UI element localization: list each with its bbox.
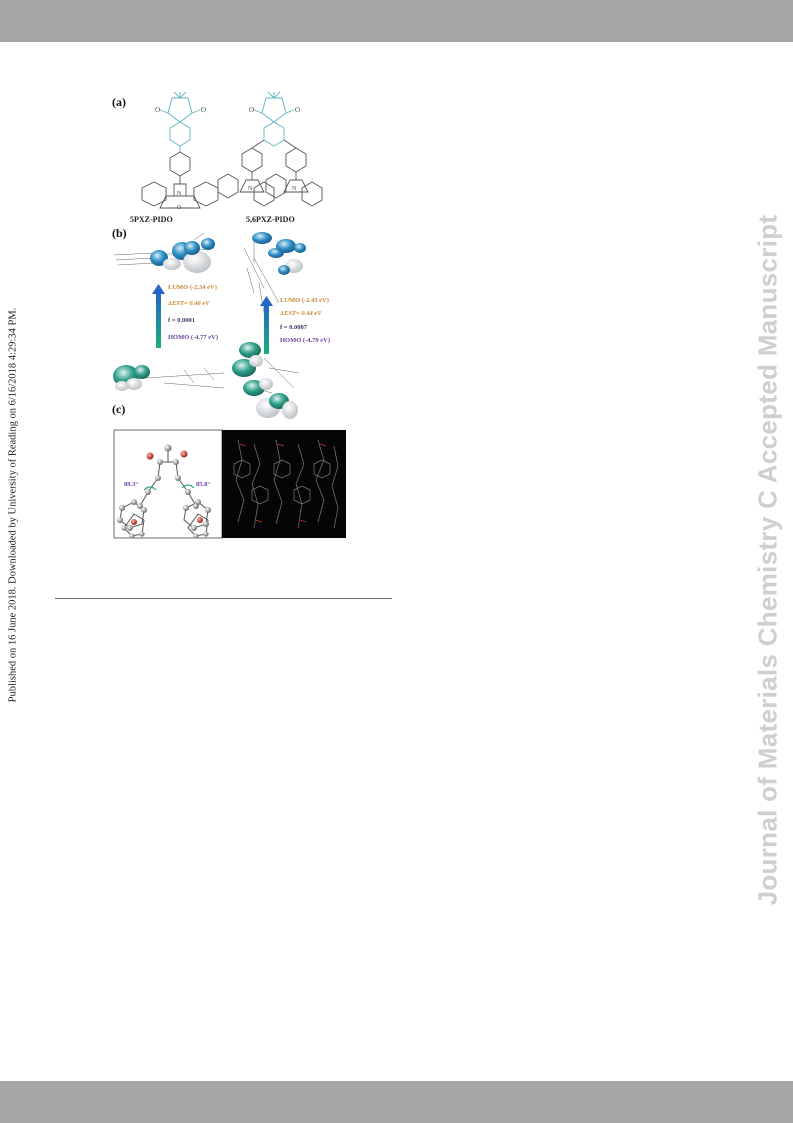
svg-text:O: O — [249, 106, 254, 114]
homo-energy-left: HOMO (-4.77 eV) — [168, 334, 219, 341]
delta-est-left: ΔEST= 0.46 eV — [168, 300, 210, 307]
svg-text:N: N — [177, 191, 182, 197]
panel-c-label: (c) — [112, 402, 126, 416]
figure-drawing: O O N O O O — [113, 91, 346, 539]
structure-56pxz-pido: O O N N — [217, 91, 323, 207]
transition-arrow-right-head — [260, 296, 273, 306]
dihedral-angle-right: 85.8° — [196, 481, 210, 488]
oscillator-strength-left: f = 0.0001 — [168, 317, 195, 324]
molecule-name-left: 5PXZ-PIDO — [130, 215, 173, 224]
transition-arrow-left-head — [152, 284, 165, 294]
figure: O O N O O O — [104, 88, 354, 543]
lumo-orbital-56pxz — [243, 232, 306, 314]
lumo-orbital-5pxz — [113, 232, 215, 273]
homo-energy-right: HOMO (-4.79 eV) — [280, 337, 331, 344]
footnote-rule — [55, 598, 392, 599]
svg-text:O: O — [201, 106, 206, 114]
svg-text:O: O — [295, 106, 300, 114]
delta-est-right: ΔEST= 0.44 eV — [280, 310, 322, 317]
homo-orbital-56pxz — [232, 342, 300, 419]
homo-orbital-5pxz — [113, 365, 225, 391]
accepted-manuscript-watermark: Journal of Materials Chemistry C Accepte… — [752, 214, 783, 906]
lumo-energy-left: LUMO (-2.34 eV) — [168, 284, 217, 291]
publication-side-note: Published on 16 June 2018. Downloaded by… — [7, 307, 19, 703]
svg-text:N: N — [248, 186, 253, 192]
crystal-packing-image — [222, 430, 346, 538]
transition-arrow-left — [156, 292, 161, 348]
dihedral-angle-left: 89.3° — [124, 481, 138, 488]
molecule-name-right: 5,6PXZ-PIDO — [246, 215, 295, 224]
oscillator-strength-right: f = 0.0007 — [280, 324, 307, 331]
transition-arrow-right — [264, 304, 269, 354]
lumo-energy-right: LUMO (-2.43 eV) — [280, 297, 329, 304]
panel-b-label: (b) — [112, 226, 127, 240]
svg-text:N: N — [292, 186, 297, 192]
panel-a-label: (a) — [112, 95, 126, 109]
svg-text:O: O — [155, 106, 160, 114]
structure-5pxz-pido: O O N O — [141, 91, 219, 211]
bottom-footer-band — [0, 1081, 793, 1123]
svg-text:O: O — [177, 205, 182, 211]
top-header-band — [0, 0, 793, 42]
